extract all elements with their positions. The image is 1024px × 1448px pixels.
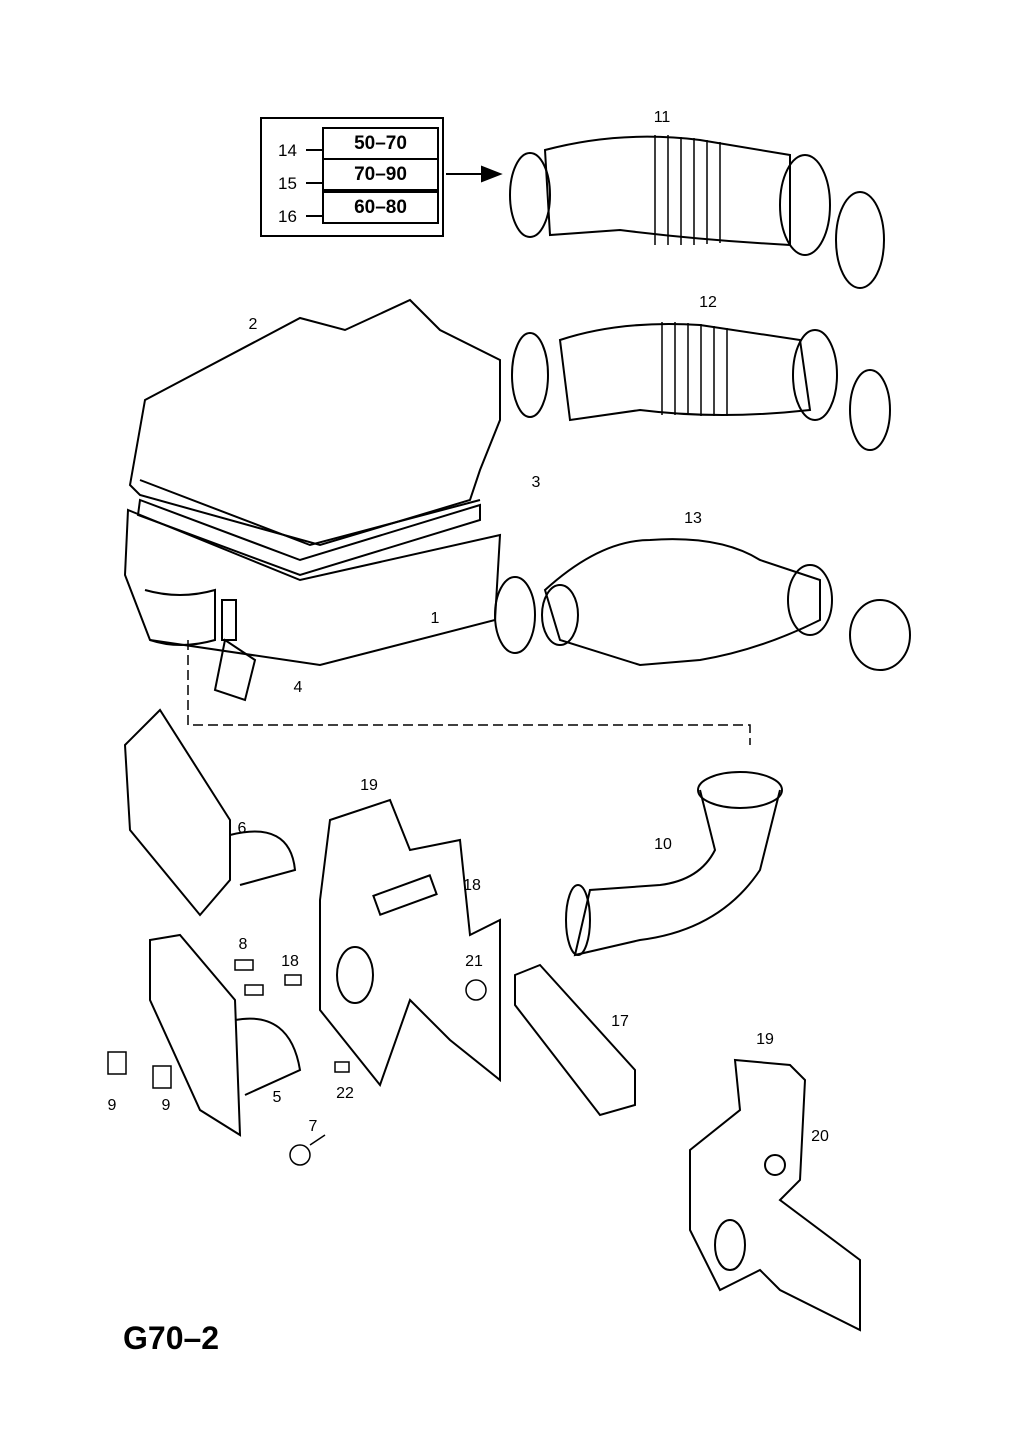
table-arrow xyxy=(446,165,503,183)
duct-6 xyxy=(123,708,297,917)
callout-11: 11 xyxy=(653,109,671,126)
duct-5 xyxy=(149,933,302,1137)
callout-9: 9 xyxy=(107,1097,117,1114)
callout-18b: 18 xyxy=(281,953,299,970)
torque-value-14: 50–70 xyxy=(322,127,439,160)
torque-value-15: 70–90 xyxy=(322,158,439,191)
bracket-20 xyxy=(689,1058,861,1332)
callout-13: 13 xyxy=(684,510,702,527)
fasteners xyxy=(107,959,487,1166)
callout-10: 10 xyxy=(654,836,672,853)
air-filter-housing xyxy=(123,298,751,745)
torque-value-16: 60–80 xyxy=(322,191,439,224)
callout-6: 6 xyxy=(237,820,247,837)
callout-7: 7 xyxy=(308,1118,318,1135)
callout-12: 12 xyxy=(699,294,717,311)
torque-part-14: 14 xyxy=(278,141,297,160)
torque-part-16: 16 xyxy=(278,207,297,226)
callout-17: 17 xyxy=(611,1013,629,1030)
callout-18: 18 xyxy=(463,877,481,894)
callout-1: 1 xyxy=(430,610,440,627)
callout-19: 19 xyxy=(360,777,378,794)
hose-12 xyxy=(511,322,891,451)
foam-block-17 xyxy=(514,963,636,1117)
callout-20: 20 xyxy=(811,1128,829,1145)
callout-22: 22 xyxy=(336,1085,354,1102)
diagram-title: G70–2 xyxy=(123,1320,220,1356)
hose-11 xyxy=(509,135,885,289)
torque-table: 14 50–70 15 70–90 16 60–80 xyxy=(260,117,444,237)
callout-3: 3 xyxy=(531,474,541,491)
callout-9b: 9 xyxy=(161,1097,171,1114)
hose-13 xyxy=(494,538,911,671)
callout-19b: 19 xyxy=(756,1031,774,1048)
callout-2: 2 xyxy=(248,316,258,333)
hose-10 xyxy=(565,771,783,957)
callout-21: 21 xyxy=(465,953,483,970)
torque-part-15: 15 xyxy=(278,174,297,193)
bracket-18 xyxy=(319,798,501,1088)
callout-8: 8 xyxy=(238,936,248,953)
callout-5: 5 xyxy=(272,1089,282,1106)
callout-4: 4 xyxy=(293,679,303,696)
